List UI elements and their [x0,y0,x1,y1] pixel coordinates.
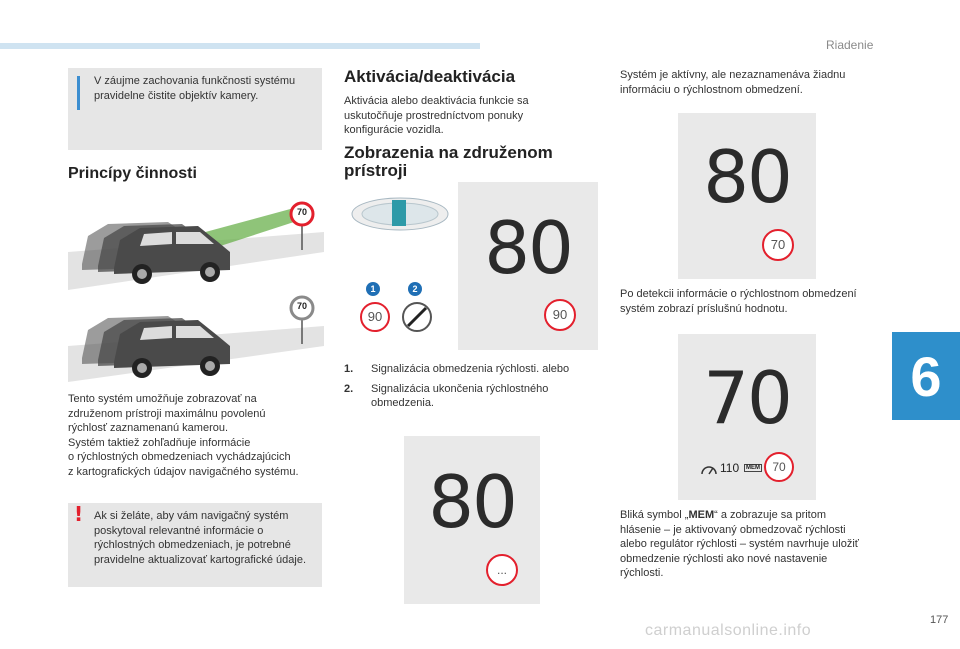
header-accent-bar [0,43,480,49]
legend-item-2: 2. Signalizácia ukončenia rýchlostného o… [344,382,584,411]
speed-sign-1-value: 70 [296,207,307,217]
legend-item-1-num: 1. [344,363,354,375]
legend-item-2-text: Signalizácia ukončenia rýchlostného obme… [371,382,549,410]
cluster-main-speed: 80 [484,206,574,290]
detection-text: Po detekcii informácie o rýchlostnom obm… [620,288,857,315]
activation-text: Aktivácia alebo deaktivácia funkcie sa u… [344,95,529,136]
marker-1: 1 [366,282,380,296]
section-title-activation: Aktivácia/deaktivácia [344,67,516,86]
cluster-figure-no-detection: 80 70 [678,113,816,279]
mem-text-word: MEM [688,509,715,521]
legend-item-1-text: Signalizácia obmedzenia rýchlosti. alebo [371,363,570,375]
legend-list: 1. Signalizácia obmedzenia rýchlosti. al… [344,362,584,416]
mem-text: Bliká symbol „MEM“ a zobrazuje sa pritom… [620,508,870,581]
marker-2: 2 [408,282,422,296]
car-camera-illustration-1: 70 [68,194,324,290]
speed-sign-2-value: 70 [296,301,307,311]
cluster-figure-main: 80 90 [458,182,598,350]
cluster-no-detection-sign: 70 [762,229,794,261]
principles-line-6: z kartografických údajov navigačného sys… [68,465,299,478]
cluster-unknown-sign: ... [486,554,518,586]
cluster-unknown-speed: 80 [428,460,518,544]
section-title-principles: Princípy činnosti [68,165,197,182]
chapter-title: Riadenie [826,38,874,52]
cluster-figure-detected: 70 110 MEM 70 [678,334,816,500]
chapter-tab[interactable]: 6 [892,332,960,420]
section-title-display: Zobrazenia na združenom prístroji [344,144,584,180]
camera-pictogram-figure: 1 2 90 [346,184,454,344]
cluster-main-sign: 90 [544,299,576,331]
car-camera-illustration-2: 70 [68,290,324,382]
info-note: V záujme zachovania funkčnosti systému p… [68,68,322,150]
warning-note-text: Ak si želáte, aby vám navigačný systém p… [94,510,307,566]
speed-limiter-icon [700,462,718,476]
mem-text-before: Bliká symbol „ [620,509,689,521]
cluster-no-detection-speed: 80 [703,135,793,219]
mem-badge: MEM [744,464,762,472]
warning-note: ! Ak si želáte, aby vám navigačný systém… [68,503,322,587]
principles-line-3: rýchlosť zaznamenanú kamerou. [68,422,229,434]
principles-line-4: Systém taktiež zohľadňuje informácie [68,436,251,449]
legend-item-2-num: 2. [344,382,354,395]
principles-line-5: o rýchlostných obmedzeniach vychádzajúci… [68,451,291,463]
page-number: 177 [930,614,949,626]
memorized-speed-value: 110 [720,461,740,475]
section-title-display-line-1: Zobrazenia na združenom [344,143,553,162]
legend-item-1: 1. Signalizácia obmedzenia rýchlosti. al… [344,362,584,377]
principles-line-2: združenom prístroji maximálnu povolenú [68,407,266,420]
warning-icon: ! [74,502,84,526]
cluster-figure-unknown-limit: 80 ... [404,436,540,604]
section-title-display-line-2: prístroji [344,160,408,180]
mem-text-after: “ a zobrazuje sa pritom hlásenie – je ak… [620,509,859,579]
end-of-limit-sign [402,302,432,332]
principles-text: Tento systém umožňuje zobrazovať na zdru… [68,392,328,479]
info-note-text: V záujme zachovania funkčnosti systému p… [94,75,296,102]
info-note-bar [77,76,80,110]
cluster-detected-speed: 70 [703,356,793,440]
active-no-info-text: Systém je aktívny, ale nezaznamenáva žia… [620,69,846,96]
cluster-detected-sign: 70 [764,452,794,482]
watermark: carmanualsonline.info [645,622,812,639]
speed-limit-sign-marker-1: 90 [360,302,390,332]
principles-line-1: Tento systém umožňuje zobrazovať na [68,393,257,405]
